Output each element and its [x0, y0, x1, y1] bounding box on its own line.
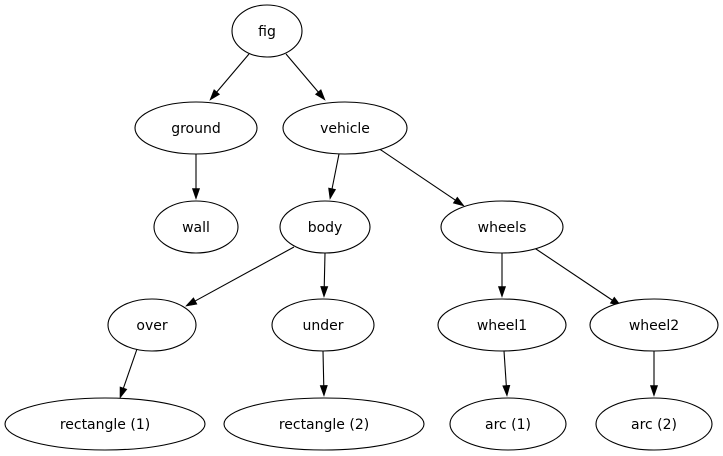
- edge-line: [122, 348, 138, 390]
- graph-node-ground[interactable]: ground: [134, 101, 258, 155]
- graph-node-fig[interactable]: fig: [231, 4, 303, 58]
- edge-line: [215, 53, 250, 94]
- node-ellipse-shape[interactable]: [231, 4, 303, 58]
- node-ellipse-shape[interactable]: [223, 397, 425, 451]
- edge-arrowhead-icon: [191, 188, 201, 200]
- edge-line: [322, 350, 325, 388]
- graph-node-rectangle1[interactable]: rectangle (1): [4, 397, 206, 451]
- node-ellipse-shape[interactable]: [440, 200, 564, 254]
- graph-edge-body-to-over: [185, 246, 295, 307]
- graph-edge-vehicle-to-wheels: [377, 147, 465, 207]
- edge-arrowhead-icon: [649, 385, 659, 397]
- edge-line: [377, 147, 457, 202]
- edge-arrowhead-icon: [209, 89, 221, 101]
- node-ellipse-shape[interactable]: [279, 200, 371, 254]
- edge-arrowhead-icon: [119, 386, 128, 399]
- edge-line: [503, 350, 507, 388]
- node-ellipse-shape[interactable]: [134, 101, 258, 155]
- graph-edge-wheels-to-wheel2: [532, 246, 622, 307]
- edges-layer: [119, 53, 659, 399]
- graph-edge-under-to-rectangle2: [319, 350, 328, 397]
- node-ellipse-shape[interactable]: [271, 298, 375, 352]
- graph-edge-vehicle-to-body: [328, 153, 340, 200]
- graph-node-over[interactable]: over: [107, 298, 197, 352]
- node-ellipse-shape[interactable]: [449, 397, 567, 451]
- node-ellipse-shape[interactable]: [4, 397, 206, 451]
- edge-line: [323, 252, 326, 289]
- graph-node-wheels[interactable]: wheels: [440, 200, 564, 254]
- graph-edge-body-to-under: [320, 252, 329, 298]
- node-ellipse-shape[interactable]: [589, 298, 719, 352]
- graph-node-rectangle2[interactable]: rectangle (2): [223, 397, 425, 451]
- graph-node-under[interactable]: under: [271, 298, 375, 352]
- node-ellipse-shape[interactable]: [107, 298, 197, 352]
- nodes-layer: fig ground vehicle wall body wheels over under w…: [4, 4, 719, 451]
- edge-line: [331, 153, 340, 191]
- graph-node-body[interactable]: body: [279, 200, 371, 254]
- graph-node-wheel1[interactable]: wheel1: [437, 298, 567, 352]
- node-ellipse-shape[interactable]: [595, 397, 713, 451]
- graph-edge-fig-to-vehicle: [285, 53, 326, 101]
- edge-arrowhead-icon: [328, 187, 337, 200]
- edge-arrowhead-icon: [319, 385, 328, 397]
- edge-line: [285, 53, 320, 94]
- graph-edge-wheel2-to-arc2: [649, 351, 659, 397]
- edge-arrowhead-icon: [497, 286, 507, 298]
- edge-arrowhead-icon: [452, 196, 465, 207]
- node-ellipse-shape[interactable]: [282, 101, 408, 155]
- edge-arrowhead-icon: [502, 384, 511, 397]
- graph-edge-wheels-to-wheel1: [497, 253, 507, 298]
- graph-node-arc2[interactable]: arc (2): [595, 397, 713, 451]
- graph-edge-wheel1-to-arc1: [502, 350, 511, 397]
- graph-edge-ground-to-wall: [191, 154, 201, 200]
- graph-edge-fig-to-ground: [209, 53, 250, 101]
- node-ellipse-shape[interactable]: [437, 298, 567, 352]
- edge-line: [193, 246, 295, 303]
- graph-node-arc1[interactable]: arc (1): [449, 397, 567, 451]
- edge-arrowhead-icon: [314, 89, 326, 101]
- graph-node-wheel2[interactable]: wheel2: [589, 298, 719, 352]
- graph-node-wall[interactable]: wall: [153, 200, 239, 254]
- edge-line: [532, 246, 614, 302]
- edge-arrowhead-icon: [185, 297, 198, 307]
- graph-node-vehicle[interactable]: vehicle: [282, 101, 408, 155]
- node-ellipse-shape[interactable]: [153, 200, 239, 254]
- graph-edge-over-to-rectangle1: [119, 348, 138, 399]
- edge-arrowhead-icon: [320, 286, 329, 298]
